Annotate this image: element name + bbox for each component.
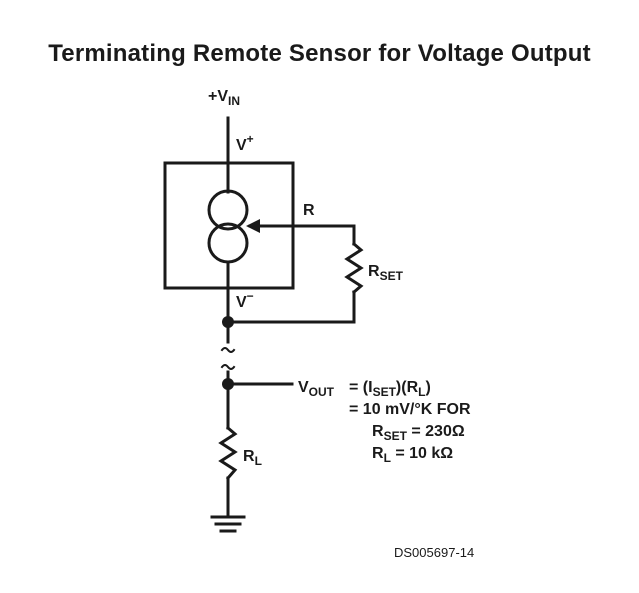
- vplus-label: V+: [236, 132, 254, 154]
- equation-line-4: RL = 10 kΩ: [372, 445, 453, 465]
- r-terminal-arrow: [246, 219, 260, 233]
- vout-label: VOUT: [298, 379, 335, 399]
- break-symbol-lower: [220, 364, 236, 370]
- rset-label: RSET: [368, 263, 404, 283]
- r-terminal-label: R: [303, 202, 315, 219]
- current-source-lower: [207, 222, 249, 264]
- vminus-label: V−: [236, 289, 254, 311]
- rl-label: RL: [243, 448, 262, 468]
- rl-resistor: [218, 425, 238, 481]
- figure-id: DS005697-14: [394, 545, 475, 560]
- current-source-upper: [207, 189, 249, 231]
- equation-line-3: RSET = 230Ω: [372, 423, 465, 443]
- break-symbol-upper: [220, 347, 236, 353]
- equation-line-1: = (ISET)(RL): [349, 379, 431, 399]
- diagram-title: Terminating Remote Sensor for Voltage Ou…: [48, 40, 591, 67]
- junction-vminus: [222, 316, 234, 328]
- equation-line-2: = 10 mV/°K FOR: [349, 401, 471, 418]
- vin-label: +VIN: [208, 88, 240, 108]
- junction-vout: [222, 378, 234, 390]
- rset-resistor: [344, 241, 364, 295]
